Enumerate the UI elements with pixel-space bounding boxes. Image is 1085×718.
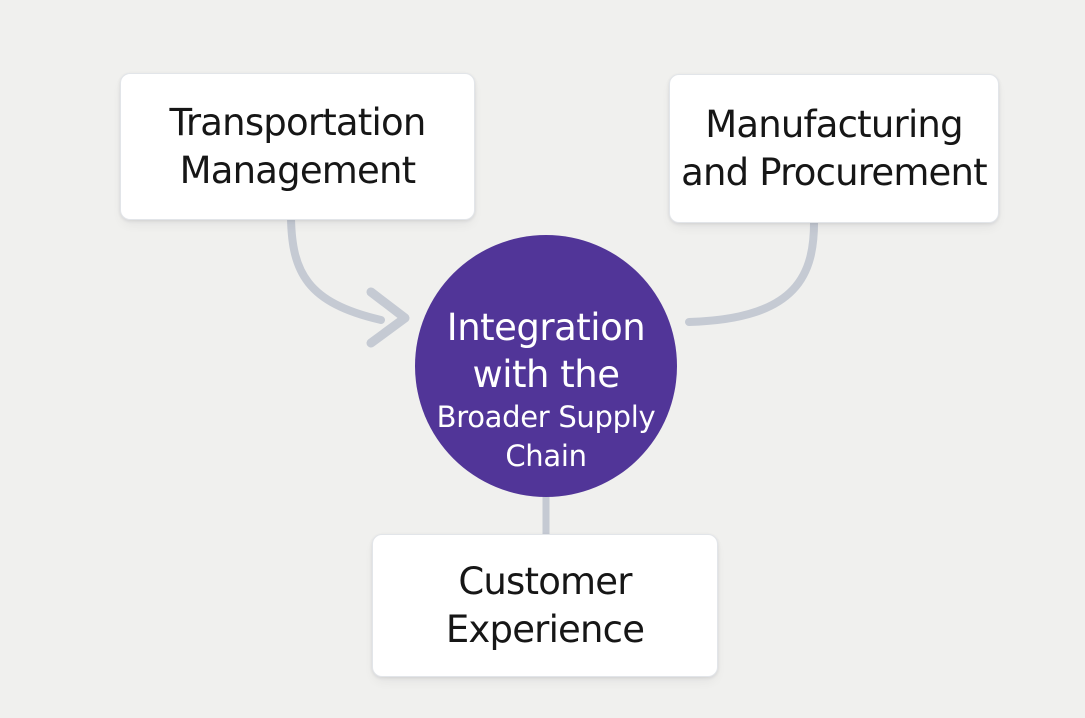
connector-transportation-to-center <box>287 214 385 324</box>
center-label-line: Integration <box>446 306 646 349</box>
node-label-line: and Procurement <box>681 150 988 194</box>
node-manufacturing-procurement: Manufacturing and Procurement <box>669 74 999 223</box>
center-label-line: with the <box>472 353 620 396</box>
center-node-integration: Integration with the Broader Supply Chai… <box>415 235 677 497</box>
node-customer-experience: Customer Experience <box>372 534 718 677</box>
center-circle-shape <box>415 235 677 497</box>
center-label-line: Chain <box>505 439 587 473</box>
node-transportation-management: Transportation Management <box>120 73 475 220</box>
node-label-line: Customer <box>458 559 632 603</box>
center-label-line: Broader Supply <box>436 400 656 434</box>
node-label-line: Manufacturing <box>705 102 963 146</box>
connector-manufacturing-to-center <box>685 214 819 326</box>
arrowhead-right-icon <box>366 287 410 348</box>
node-label-line: Experience <box>445 607 645 651</box>
node-label-line: Management <box>179 148 417 192</box>
node-label-line: Transportation <box>169 100 427 144</box>
